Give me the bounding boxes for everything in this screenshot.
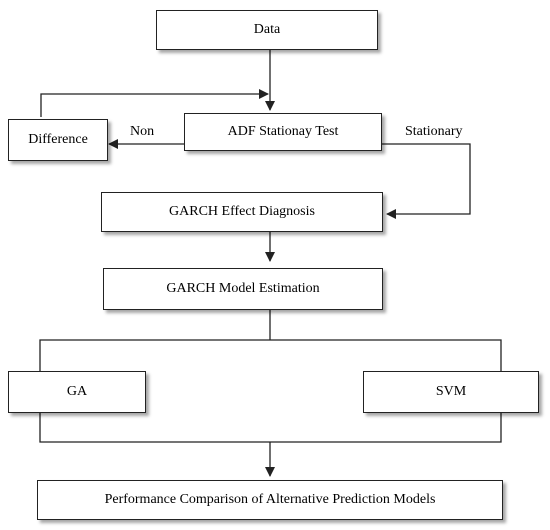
adf-stationary-test-node: ADF Stationay Test (184, 113, 382, 151)
performance-comparison-node: Performance Comparison of Alternative Pr… (37, 480, 503, 520)
edge-label-non: Non (130, 124, 155, 139)
ga-node: GA (8, 371, 146, 413)
garch-effect-diagnosis-node: GARCH Effect Diagnosis (101, 192, 383, 232)
edge-label-stationary: Stationary (405, 124, 463, 139)
arrow-adf-to-garch-diagnosis (382, 143, 471, 219)
line-join-bar (39, 413, 502, 443)
difference-node: Difference (8, 119, 108, 161)
line-split-bar (39, 339, 502, 371)
garch-model-estimation-node: GARCH Model Estimation (103, 268, 383, 310)
arrow-difference-loop (40, 89, 269, 117)
data-node: Data (156, 10, 378, 50)
svm-node: SVM (363, 371, 539, 413)
